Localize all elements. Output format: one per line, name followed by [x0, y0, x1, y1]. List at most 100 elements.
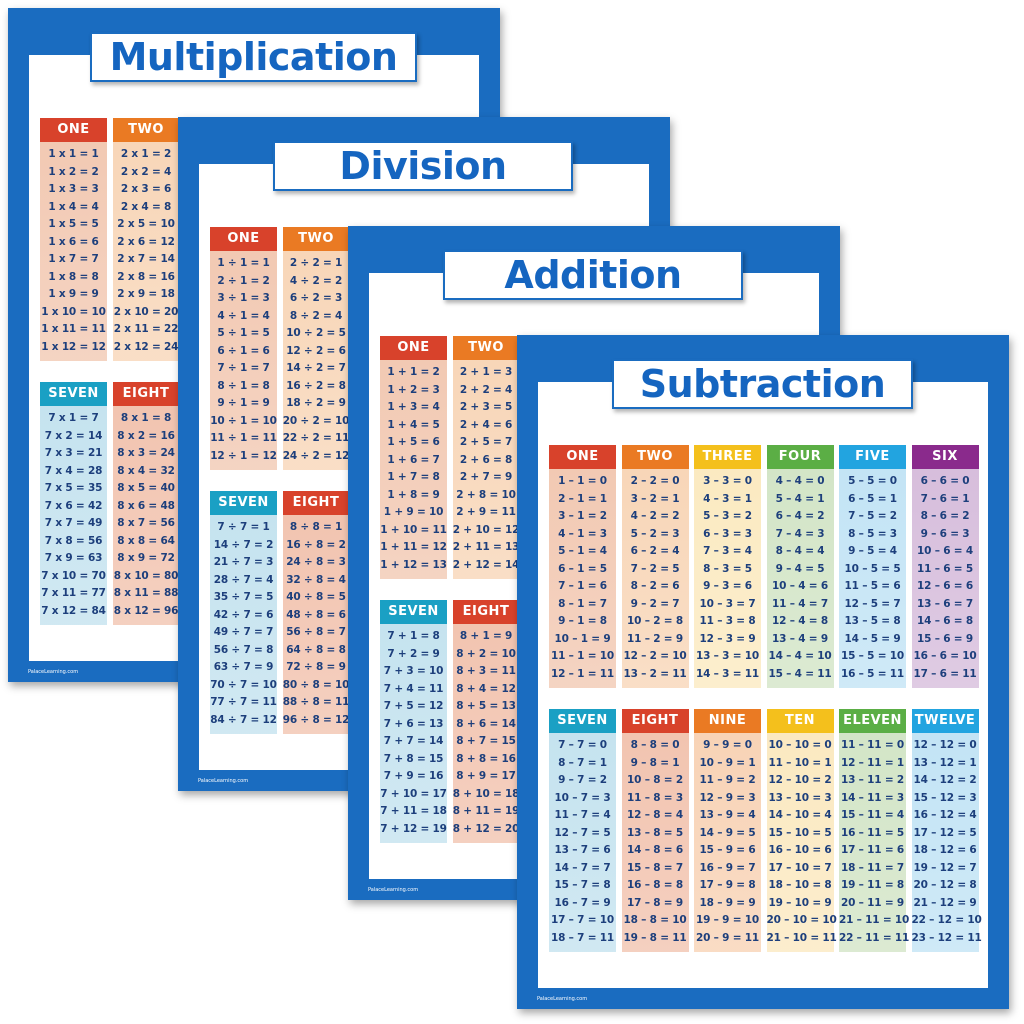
equation: 10 – 9 = 1	[699, 756, 756, 769]
equation: 10 ÷ 1 = 10	[210, 414, 277, 427]
equation: 16 – 7 = 9	[554, 896, 611, 909]
equation: 17 – 11 = 6	[841, 844, 904, 856]
equation: 7 + 12 = 19	[380, 822, 447, 835]
equation: 12 ÷ 1 = 12	[210, 449, 277, 462]
equation: 8 + 5 = 13	[456, 700, 516, 712]
equation: 4 – 1 = 3	[558, 527, 607, 540]
equation: 8 x 9 = 72	[117, 552, 175, 564]
equation: 2 ÷ 2 = 1	[289, 257, 343, 269]
equation: 1 + 4 = 5	[387, 418, 440, 431]
equation: 15 – 4 = 11	[768, 667, 832, 680]
equation: 20 – 11 = 9	[841, 896, 904, 909]
column-header: FOUR	[766, 445, 834, 469]
equation: 2 + 3 = 5	[459, 401, 513, 413]
equation: 2 x 10 = 20	[113, 305, 179, 318]
equation: 8 x 10 = 80	[113, 569, 179, 582]
equation: 1 x 10 = 10	[41, 305, 106, 318]
equation: 16 – 12 = 4	[913, 809, 977, 821]
equation: 40 ÷ 8 = 5	[286, 591, 346, 603]
equation: 3 – 2 = 1	[630, 492, 680, 505]
equation: 2 x 7 = 14	[117, 253, 175, 265]
equation: 1 + 10 = 11	[380, 523, 447, 536]
equation: 17 – 9 = 8	[699, 879, 756, 891]
equation: 1 + 2 = 3	[387, 383, 440, 396]
equation: 8 – 2 = 6	[630, 580, 680, 592]
equation: 18 – 11 = 7	[841, 861, 904, 874]
equation: 8 + 3 = 11	[456, 665, 516, 677]
equation: 12 – 1 = 11	[551, 667, 614, 680]
equation: 14 – 3 = 11	[696, 667, 759, 680]
equation: 7 – 1 = 6	[558, 580, 607, 592]
equation: 8 + 8 = 16	[456, 752, 516, 765]
equation: 14 – 11 = 3	[841, 791, 904, 804]
equation: 77 ÷ 7 = 11	[210, 696, 277, 708]
equation: 10 – 5 = 5	[844, 562, 901, 575]
equation: 10 – 6 = 4	[917, 545, 973, 557]
equation: 9 – 8 = 1	[630, 756, 680, 769]
equation: 16 – 9 = 7	[699, 861, 756, 874]
equation: 96 ÷ 8 = 12	[282, 713, 350, 726]
equation: 1 x 4 = 4	[48, 200, 99, 213]
equation: 12 – 2 = 10	[623, 650, 687, 662]
equation: 9 – 7 = 2	[558, 774, 607, 786]
equation: 13 – 9 = 4	[699, 809, 756, 821]
equation: 4 ÷ 2 = 2	[289, 274, 343, 287]
equation: 7 ÷ 1 = 7	[217, 362, 270, 374]
equation: 7 x 3 = 21	[44, 447, 103, 459]
equation: 19 – 9 = 10	[696, 914, 759, 926]
equation: 20 – 10 = 10	[766, 914, 837, 926]
equation: 10 – 1 = 9	[554, 632, 611, 645]
footer-brand: PalaceLearning.com	[28, 669, 79, 675]
equation: 10 – 3 = 7	[699, 597, 756, 610]
equation: 8 + 7 = 15	[456, 735, 516, 747]
equation: 32 ÷ 8 = 4	[286, 573, 346, 586]
column-header: TWO	[282, 227, 350, 251]
equation: 11 – 10 = 1	[768, 756, 832, 769]
equation: 8 x 3 = 24	[117, 447, 175, 459]
equation: 1 x 8 = 8	[48, 270, 99, 283]
equation: 12 – 8 = 4	[627, 809, 683, 821]
equation: 20 – 12 = 8	[913, 879, 977, 891]
equation: 9 – 2 = 7	[630, 597, 680, 610]
equation: 19 – 12 = 7	[913, 861, 977, 874]
equation: 1 x 7 = 7	[48, 253, 99, 265]
equation: 6 ÷ 2 = 3	[289, 292, 343, 304]
equation: 11 – 1 = 10	[551, 650, 614, 662]
equation: 8 x 6 = 48	[117, 499, 175, 512]
equation: 12 – 3 = 9	[699, 632, 756, 645]
equation: 12 – 9 = 3	[699, 791, 756, 804]
equation: 16 – 5 = 11	[841, 667, 904, 680]
equation: 7 + 2 = 9	[387, 647, 440, 660]
equation: 10 – 7 = 3	[554, 791, 611, 804]
equation: 2 + 6 = 8	[459, 453, 513, 466]
equation: 8 – 6 = 2	[920, 510, 970, 522]
equation: 2 + 4 = 6	[459, 418, 513, 431]
equation: 14 – 9 = 5	[699, 826, 756, 839]
equation: 7 x 10 = 70	[41, 569, 106, 582]
column-header: EIGHT	[112, 382, 180, 406]
equation: 14 – 6 = 8	[917, 615, 973, 627]
equation: 12 – 5 = 7	[844, 597, 901, 610]
equation: 7 + 10 = 17	[380, 787, 447, 800]
equation: 10 – 10 = 0	[768, 739, 832, 751]
footer-brand: PalaceLearning.com	[198, 778, 249, 784]
equation: 8 ÷ 1 = 8	[217, 379, 270, 392]
equation: 7 ÷ 7 = 1	[217, 521, 270, 533]
equation: 8 x 7 = 56	[117, 517, 175, 529]
equation: 16 – 8 = 8	[627, 879, 683, 891]
equation: 14 – 10 = 4	[768, 809, 832, 821]
equation: 9 – 9 = 0	[703, 739, 752, 751]
equation: 6 – 1 = 5	[558, 562, 607, 575]
equation: 84 ÷ 7 = 12	[210, 713, 277, 726]
